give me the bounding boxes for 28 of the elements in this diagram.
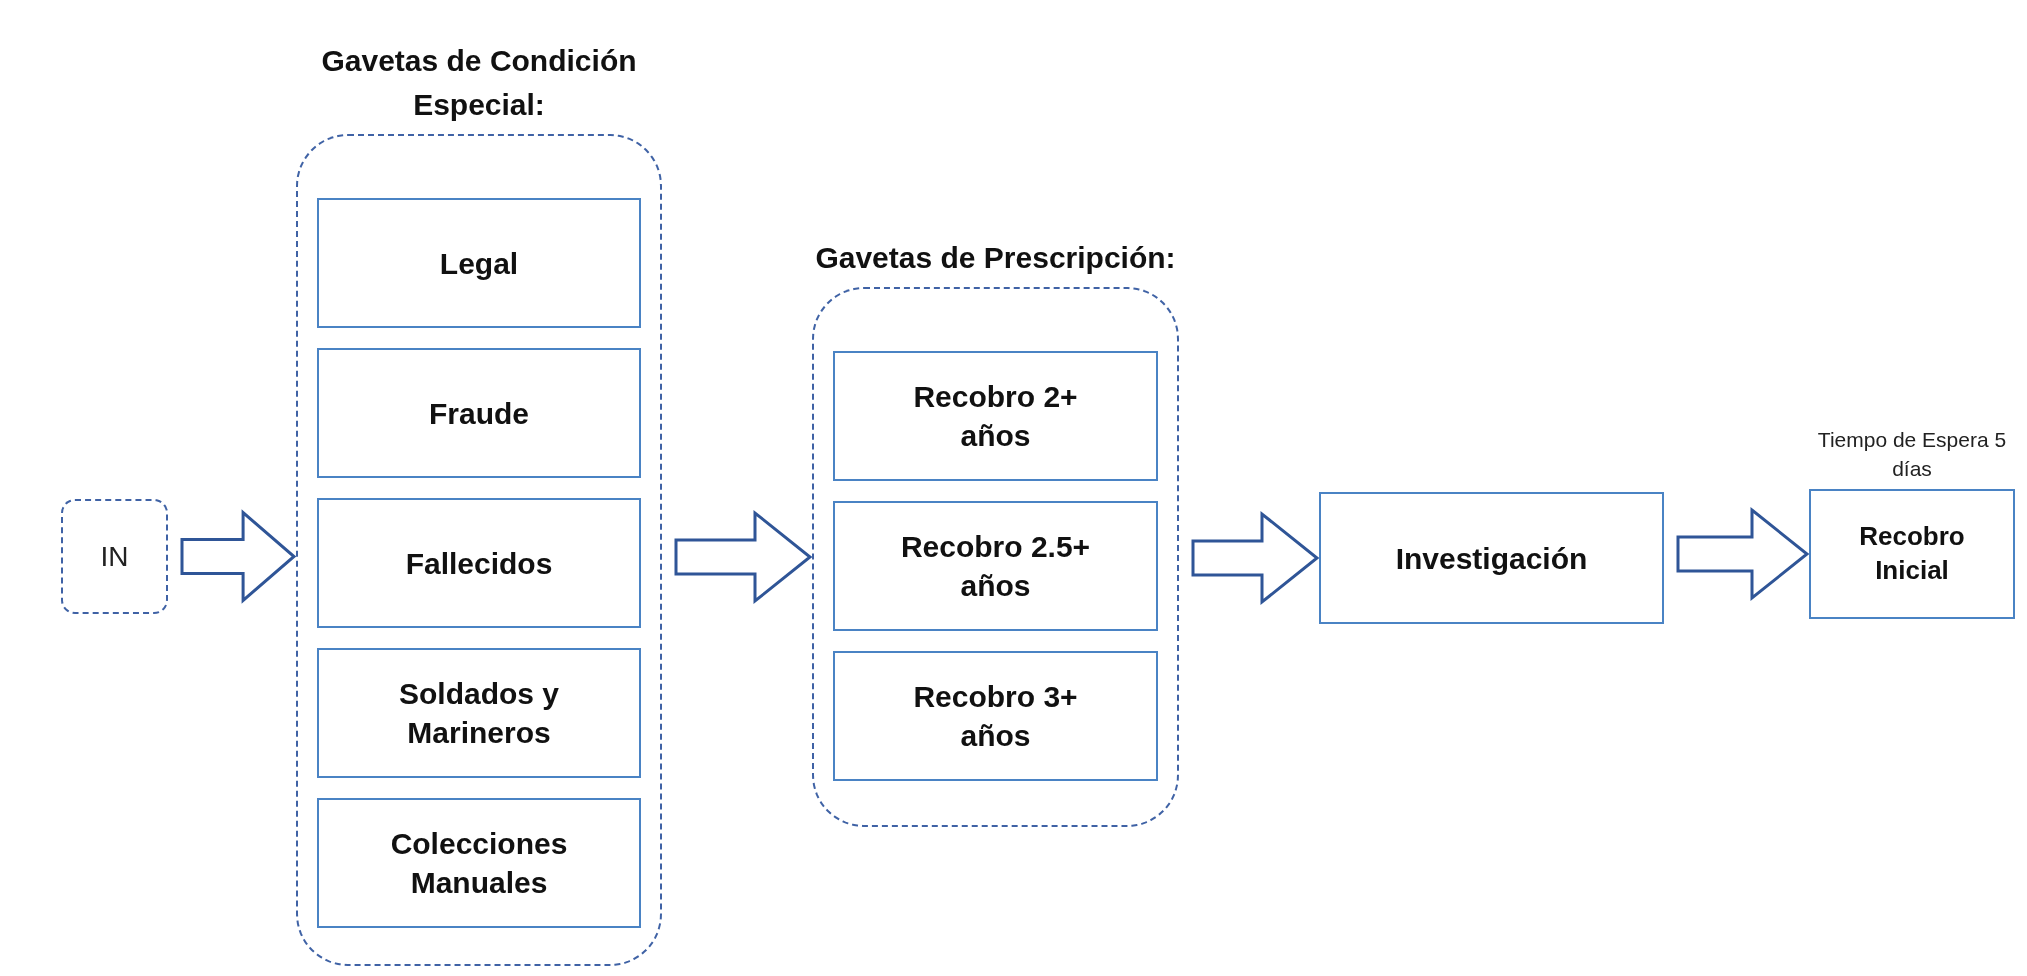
box-label: Fraude [428,395,530,432]
group-heading: Gavetas de Condición Especial: [320,43,638,123]
input-node [61,499,168,614]
block-arrow [674,509,813,605]
process-box [833,351,1158,481]
box-label: Recobro 2.5+ años [899,529,1092,604]
box-label: Soldados y Marineros [397,676,560,751]
process-box [317,648,641,778]
box-label: Recobro 2+ años [912,379,1079,454]
box-label: Investigación [1394,540,1589,577]
box-label: Fallecidos [404,545,554,582]
block-arrow [1676,506,1810,602]
process-box [1319,492,1664,624]
process-box [317,798,641,928]
input-label: IN [100,540,129,573]
box-label: Recobro Inicial [1858,520,1966,587]
block-arrow [1191,510,1320,606]
wait-time-note: Tiempo de Espera 5 días [1816,427,2008,482]
process-box [833,651,1158,781]
box-label: Legal [438,245,520,282]
block-arrow [180,509,297,604]
group-heading: Gavetas de Prescripción: [814,239,1177,276]
process-box [833,501,1158,631]
box-label: Recobro 3+ años [912,679,1079,754]
process-box [317,198,641,328]
process-box [317,348,641,478]
process-box [317,498,641,628]
box-label: Colecciones Manuales [389,826,569,901]
